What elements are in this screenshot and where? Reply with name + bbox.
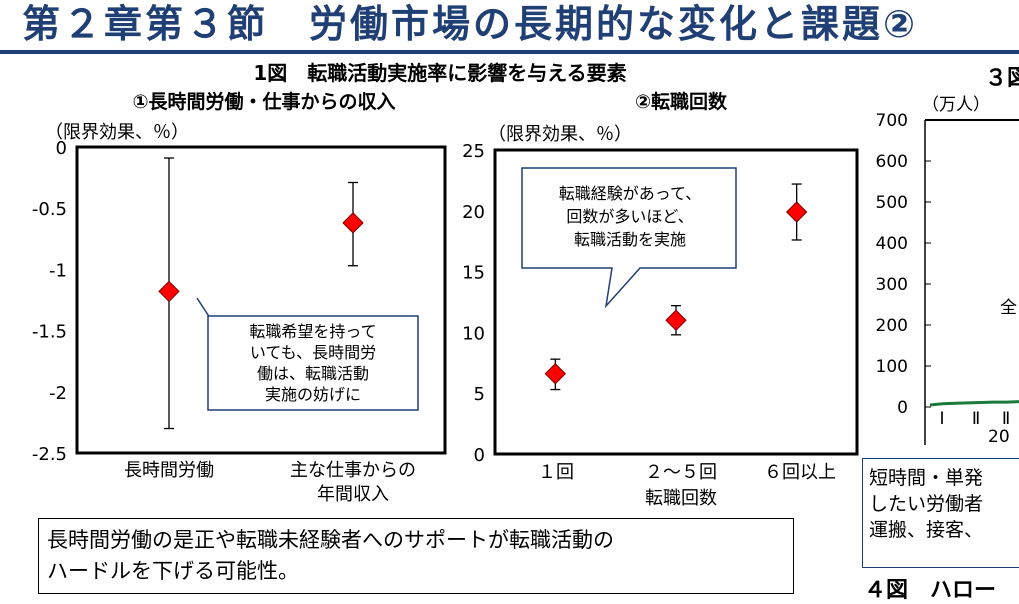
chart2-ytick-label: 10 (462, 323, 485, 344)
chart2-ytick-label: 5 (474, 384, 485, 405)
chart3-ytick-label: 0 (897, 398, 908, 418)
chart2-callout-line: 転職経験があって、 (559, 184, 701, 203)
chart3-ytick-label: 100 (876, 357, 908, 377)
chart3-ytick-label: 200 (876, 316, 908, 336)
chart2-point (665, 309, 687, 331)
chart1-plot-frame (75, 145, 447, 455)
chart1-point (158, 280, 180, 303)
summary-box: 長時間労働の是正や転職未経験者へのサポートが転職活動の ハードルを下げる可能性。 (38, 518, 794, 594)
figure3-note-line: したい労働者 (869, 493, 984, 515)
figure3-note-box: 短時間・単発 したい労働者 運搬、接客、 (862, 458, 1019, 568)
chart3-ytick-label: 300 (876, 275, 908, 295)
chart2-ytick-label: 20 (462, 202, 485, 223)
figure4-title: ４図 ハロー (864, 578, 997, 603)
chart2-callout-bubble (521, 167, 737, 309)
chart1-callout: 転職希望を持って いても、長時間労 働は、転職活動 実施の妨げに (196, 297, 419, 411)
figure3-note-line: 運搬、接客、 (869, 519, 984, 541)
chart1-callout-box (207, 315, 419, 411)
chart1-callout-pointer (196, 297, 211, 319)
chart1-title: ①長時間労働・仕事からの収入 (132, 90, 395, 113)
chart-panel-2: ②転職回数 （限界効果、％） 転職回数 転職経験があって、 回数が多いほど、 転… (462, 90, 859, 509)
chart1-ytick-label: -1.5 (32, 322, 67, 343)
chart2-ytick-label: 25 (462, 141, 485, 162)
chart-panel-3: ３図 （万人） 全 20 700 600 500 400 300 200 100 0Ⅰ Ⅱ Ⅱ (876, 66, 1019, 447)
chart1-ytick-label: 0 (56, 138, 67, 159)
chart-panel-1: ①長時間労働・仕事からの収入 （限界効果、％） 転職希望を持って いても、長時間… (32, 90, 447, 505)
chart3-ytick-label: 600 (876, 152, 908, 172)
summary-line: ハードルを下げる可能性。 (47, 559, 299, 583)
chart2-xtick-label: ２～５回 (645, 462, 717, 483)
figure3-note-line: 短時間・単発 (869, 467, 984, 489)
chart2-callout: 転職経験があって、 回数が多いほど、 転職活動を実施 (521, 167, 737, 309)
chart1-callout-line: 実施の妨げに (265, 385, 361, 404)
figure1-title: 1図 転職活動実施率に影響を与える要素 (253, 61, 626, 85)
chart1-ytick-label: -1 (49, 260, 67, 281)
chart3-series-line (929, 400, 1019, 407)
chart1-xtick-label: 長時間労働 (124, 460, 214, 481)
chart1-point (342, 212, 364, 234)
chart3-ytick-label: 700 (876, 111, 908, 131)
chart2-ylabel: （限界効果、％） (488, 124, 632, 145)
chart3-ytick-label: 500 (876, 193, 908, 213)
page-header: 第２章第３節 労働市場の長期的な変化と課題② (0, 0, 1019, 56)
chart1-callout-line: 転職希望を持って (249, 322, 376, 341)
chart2-ytick-label: 0 (474, 445, 485, 466)
chart3-xtick-label: Ⅱ (972, 409, 980, 429)
chart3-ylabel: （万人） (922, 95, 990, 115)
chart3-xtick-label: Ⅱ (1002, 409, 1010, 429)
chart2-point (785, 201, 808, 223)
chart1-ytick-label: -2 (49, 383, 67, 404)
chart1-ytick-label: -0.5 (32, 199, 67, 220)
chart3-xtick-label: Ⅰ (939, 409, 944, 429)
chart3-year-label: 20 (988, 427, 1010, 447)
chart2-callout-line: 回数が多いほど、 (566, 207, 693, 226)
chart2-xlabel: 転職回数 (645, 488, 717, 509)
summary-line: 長時間労働の是正や転職未経験者へのサポートが転職活動の (47, 528, 614, 552)
chart2-callout-line: 転職活動を実施 (574, 230, 686, 249)
title-underline (0, 50, 1019, 54)
chart1-ylabel: （限界効果、％） (45, 122, 189, 143)
chart2-plot-frame (493, 148, 859, 456)
chart1-xtick-label: 主な仕事からの (290, 460, 416, 481)
chart2-xtick-label: ６回以上 (764, 462, 836, 483)
chart1-xtick-label: 年間収入 (317, 484, 389, 505)
chart3-inline-label: 全 (1000, 298, 1017, 318)
chart2-title: ②転職回数 (635, 90, 728, 113)
page-title: 第２章第３節 労働市場の長期的な変化と課題② (22, 2, 919, 46)
chart1-callout-line: いても、長時間労 (250, 343, 376, 362)
chart3-ytick-label: 400 (876, 234, 908, 254)
chart2-ytick-label: 15 (462, 263, 485, 284)
chart3-title: ３図 (985, 66, 1019, 91)
chart2-point (544, 363, 567, 385)
chart1-callout-line: 働は、転職活動 (257, 364, 369, 383)
chart2-xtick-label: １回 (538, 462, 574, 483)
chart1-ytick-label: -2.5 (32, 444, 67, 465)
